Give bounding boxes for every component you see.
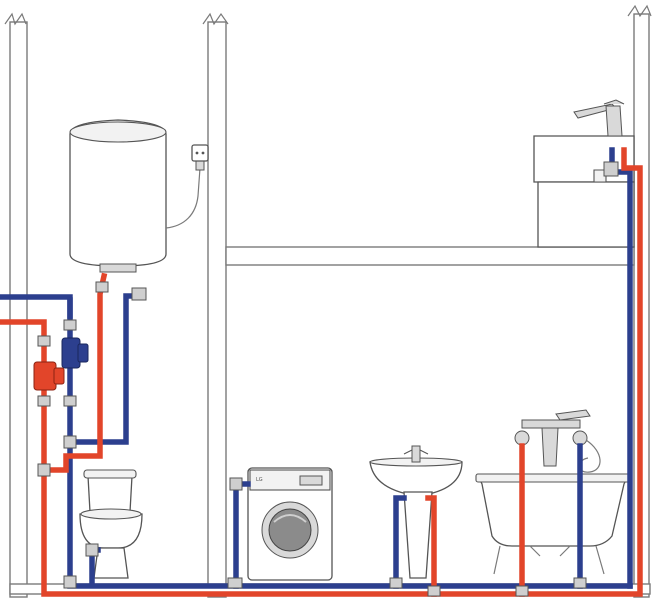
toilet-tank: [87, 475, 133, 513]
hot-sink-branch: [425, 495, 437, 597]
sink-cabinet: [537, 181, 635, 248]
tee-fitting: [515, 585, 529, 597]
washer-glass-shine: [273, 514, 307, 523]
water-heater: [69, 119, 205, 273]
hot-tap-handle: [514, 430, 530, 446]
tee-fitting: [389, 577, 403, 589]
toilet-angle-valve-icon: [85, 543, 99, 557]
kitchen-sink: [533, 99, 635, 248]
bathtub: [475, 409, 631, 575]
tub-body: [476, 475, 630, 547]
heater-hot-outlet-fitting: [95, 281, 109, 293]
washer-display: [299, 475, 323, 486]
kitchen-angle-valve-icon: [603, 161, 619, 177]
washing-machine: LG: [247, 467, 333, 581]
tub-legs: [493, 545, 605, 575]
tee-fitting: [227, 577, 243, 589]
kitchen-faucet-body: [605, 105, 623, 137]
water-heater-base: [99, 263, 137, 273]
wall-break-mark: [4, 12, 27, 26]
heater-safety-valve-icon: [131, 287, 147, 301]
wall-break-mark: [627, 4, 652, 18]
cold-sink-branch: [393, 495, 407, 589]
cold-kitchen-riser: [609, 147, 633, 589]
hot-reducer-cap: [53, 367, 65, 385]
left-wall: [9, 21, 28, 598]
pipe-fittings: [33, 161, 619, 597]
kitchen-faucet-lever: [603, 99, 625, 105]
hot-main-line: [0, 147, 643, 597]
shower-mixer-body: [521, 419, 581, 429]
kitchen-counter: [225, 246, 635, 266]
tee-fitting: [63, 575, 77, 589]
washer-valve-icon: [229, 477, 243, 491]
wall-break-mark: [202, 12, 229, 26]
water-heater-top: [69, 121, 167, 143]
hot-shutoff-valve-icon: [37, 395, 51, 407]
cold-pressure-reducer-icon: [61, 337, 81, 369]
power-cord: [165, 167, 201, 229]
tub-spout: [541, 427, 559, 467]
washer-door-glass: [268, 508, 312, 552]
cold-washer-branch: [233, 481, 251, 589]
tub-rim: [475, 473, 631, 483]
sink-faucet-handles: [403, 449, 429, 455]
sink-drain: [593, 169, 607, 183]
middle-wall: [207, 21, 227, 598]
shower-head: [555, 409, 591, 421]
pedestal-sink: [369, 445, 463, 579]
sink-faucet: [411, 445, 421, 463]
toilet-base: [93, 547, 129, 579]
cold-inlet-valve-icon: [63, 319, 77, 331]
cold-shutoff-valve-icon: [63, 395, 77, 407]
tee-fitting: [37, 463, 51, 477]
hot-inlet-valve-icon: [37, 335, 51, 347]
toilet-seat: [80, 508, 142, 520]
tee-fitting: [63, 435, 77, 449]
water-heater-tank: [69, 119, 167, 267]
tub-leg-braces: [529, 545, 571, 557]
tee-fitting: [427, 585, 441, 597]
power-socket-icon: [191, 144, 209, 162]
sink-basin-front: [533, 135, 635, 183]
cold-tap-handle: [572, 430, 588, 446]
toilet: [79, 469, 143, 579]
cold-reducer-cap: [77, 343, 89, 363]
tee-fitting: [573, 577, 587, 589]
toilet-lid: [83, 469, 137, 479]
washer-brand-label: LG: [256, 477, 263, 483]
hot-pressure-reducer-icon: [33, 361, 57, 391]
sink-pedestal: [403, 491, 433, 579]
sink-bowl: [369, 461, 463, 497]
